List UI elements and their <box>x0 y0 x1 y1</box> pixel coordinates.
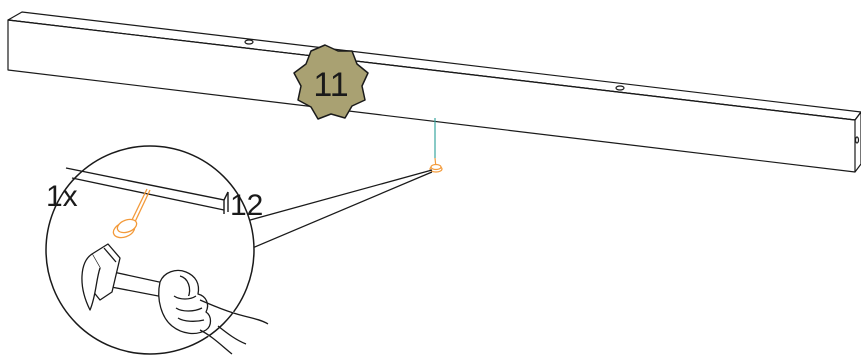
hand-icon <box>158 269 269 355</box>
step-badge-icon: 11 <box>293 44 369 120</box>
detail-callout: 1x 12 <box>45 145 269 355</box>
wooden-panel <box>7 11 861 173</box>
step-number: 11 <box>313 66 348 104</box>
part-id-label: 12 <box>230 189 263 222</box>
nail-icon <box>429 157 443 173</box>
callout-leader-lines <box>242 169 433 253</box>
nail-icon-large <box>112 188 151 239</box>
quantity-label: 1x <box>46 180 78 213</box>
